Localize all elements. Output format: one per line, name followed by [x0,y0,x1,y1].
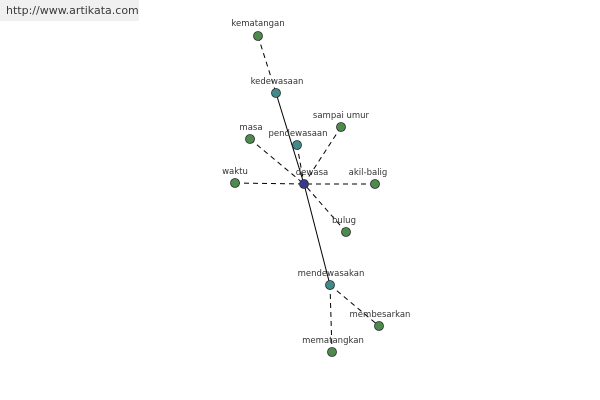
node-bulug[interactable] [341,227,351,237]
edge-mendewasakan-membesarkan [329,284,380,327]
edge-kedewasaan-dewasa [275,92,305,185]
node-label-pendewasaan[interactable]: pendewasaan [268,129,327,139]
node-label-bulug[interactable]: bulug [332,216,356,226]
edge-sampai-umur-dewasa [303,126,342,185]
edge-masa-dewasa [249,138,305,185]
node-label-kedewasaan[interactable]: kedewasaan [251,77,304,87]
node-label-mematangkan[interactable]: mematangkan [302,336,364,346]
node-pendewasaan[interactable] [292,140,302,150]
node-mendewasakan[interactable] [325,280,335,290]
node-label-akil-balig[interactable]: akil-balig [349,168,388,178]
node-label-sampai-umur[interactable]: sampai umur [313,111,370,121]
node-kematangan[interactable] [253,31,263,41]
label-layer: dewasa kematangan kedewasaan sampai umur mas… [222,19,410,346]
node-label-mendewasakan[interactable]: mendewasakan [298,269,365,279]
node-membesarkan[interactable] [374,321,384,331]
node-dewasa[interactable] [299,179,309,189]
edge-mendewasakan-mematangkan [329,284,333,353]
node-kedewasaan[interactable] [271,88,281,98]
edge-layer [234,35,380,353]
edge-waktu-dewasa [234,182,305,185]
watermark-url: http://www.artikata.com [0,0,139,21]
node-label-masa[interactable]: masa [239,123,262,133]
node-label-kematangan[interactable]: kematangan [231,19,284,29]
node-label-membesarkan[interactable]: membesarkan [350,310,411,320]
edge-pendewasaan-dewasa [296,144,305,185]
node-sampai-umur[interactable] [336,122,346,132]
node-mematangkan[interactable] [327,347,337,357]
edge-kematangan-kedewasaan [257,35,277,94]
node-akil-balig[interactable] [370,179,380,189]
edge-bulug-dewasa [303,183,347,233]
node-label-dewasa[interactable]: dewasa [296,168,328,178]
node-masa[interactable] [245,134,255,144]
node-label-waktu[interactable]: waktu [222,167,248,177]
edge-dewasa-mendewasakan [303,183,331,286]
node-layer [230,31,384,357]
node-waktu[interactable] [230,178,240,188]
